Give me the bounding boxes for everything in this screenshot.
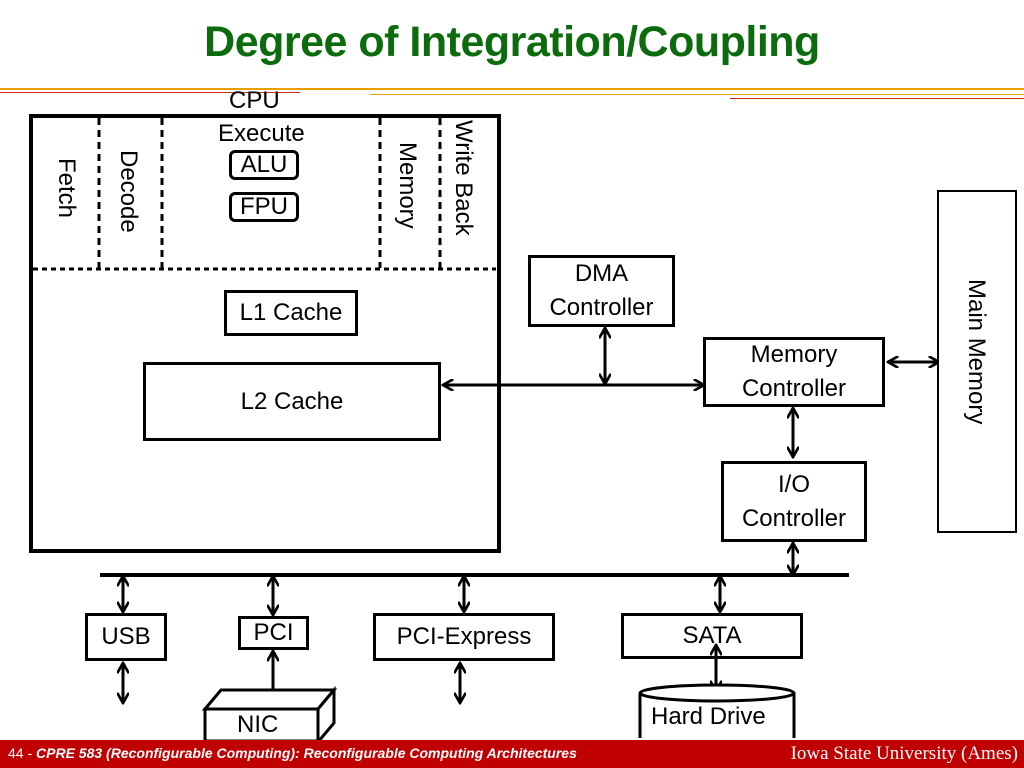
- cpu-box: [29, 114, 501, 553]
- hard-drive-label: Hard Drive: [651, 703, 766, 730]
- pci-box: PCI: [238, 616, 309, 650]
- title-rule-thin: [370, 94, 1024, 95]
- dma-controller-box: DMA Controller: [528, 255, 675, 327]
- pci-express-box: PCI-Express: [373, 613, 555, 661]
- memctl-label-line1: Memory: [750, 341, 838, 368]
- hard-drive-cylinder: [638, 683, 796, 738]
- cpu-label: CPU: [229, 87, 280, 114]
- memctl-label-line2: Controller: [741, 375, 847, 402]
- nic-label: NIC: [237, 711, 279, 738]
- dma-label-line1: DMA: [574, 260, 629, 287]
- slide-title: Degree of Integration/Coupling: [204, 18, 820, 66]
- title-rule-orange: [0, 92, 300, 93]
- main-memory-box: Main Memory: [937, 190, 1017, 533]
- ioctl-label-line2: Controller: [741, 504, 847, 532]
- nic-box-3d: [201, 685, 338, 747]
- title-rule-gold: [0, 88, 1024, 90]
- footer-bar: 44 - CPRE 583 (Reconfigurable Computing)…: [0, 740, 1024, 768]
- footer-course: CPRE 583 (Reconfigurable Computing): Rec…: [36, 745, 577, 761]
- title-rule-orange-right: [730, 98, 1024, 99]
- main-memory-label: Main Memory: [963, 279, 990, 425]
- alu-box: ALU: [229, 150, 299, 180]
- stage-fetch: Fetch: [53, 158, 80, 219]
- ioctl-label-line1: I/O: [777, 470, 810, 498]
- l1-cache-box: L1 Cache: [224, 290, 358, 336]
- dma-label-line2: Controller: [549, 294, 654, 321]
- stage-memory: Memory: [394, 142, 421, 229]
- footer-university: Iowa State University (Ames): [790, 743, 1018, 764]
- io-controller-box: I/O Controller: [721, 461, 867, 542]
- stage-write-back: Write Back: [450, 120, 477, 236]
- memory-controller-box: Memory Controller: [703, 337, 885, 407]
- footer-left: 44 - CPRE 583 (Reconfigurable Computing)…: [8, 745, 577, 761]
- footer-page-number: 44 -: [8, 745, 33, 761]
- stage-execute: Execute: [218, 120, 305, 147]
- stage-decode: Decode: [115, 150, 142, 233]
- sata-box: SATA: [621, 613, 803, 659]
- fpu-box: FPU: [229, 192, 299, 222]
- l2-cache-box: L2 Cache: [143, 362, 441, 441]
- usb-box: USB: [85, 613, 167, 661]
